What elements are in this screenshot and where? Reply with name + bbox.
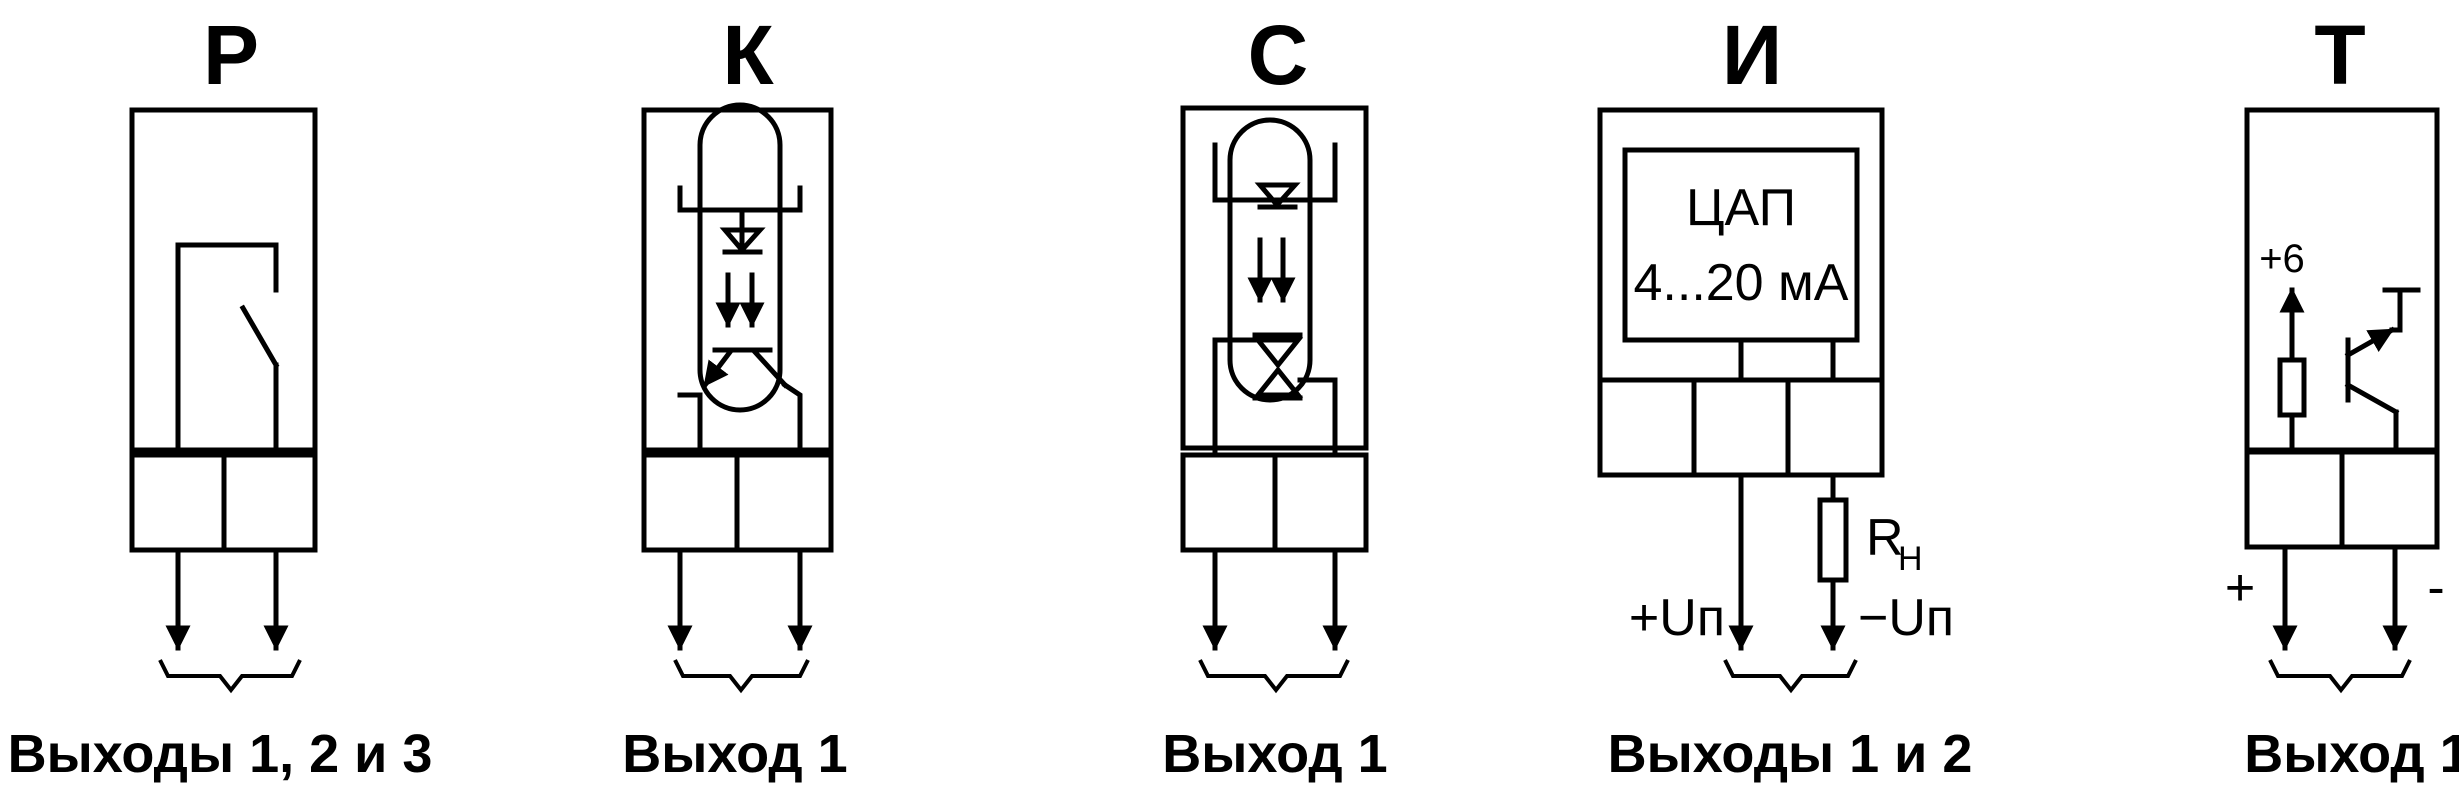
module-caption-current-dac: Выходы 1 и 2 [1608,724,1973,784]
terminal-block [1597,377,1885,478]
load-resistor-subscript: Н [1898,540,1923,578]
pullup-resistor-icon [2277,357,2307,418]
optosimistor-icon [1212,117,1338,458]
brace [1723,659,1858,694]
brace [1198,659,1350,694]
module-caption-transistor: Выход 1 [2244,724,2459,784]
transistor-icon: +6 [2259,237,2421,455]
module-letter-current-dac: И [1722,8,1782,102]
brace [2268,659,2412,694]
module-letter-transistor: Т [2314,8,2365,102]
supply-label: +6 [2259,237,2305,281]
relay-module-body [129,107,318,453]
module-optosimistor: С Выход 1 [1162,8,1387,784]
module-letter-optosimistor: С [1248,8,1309,102]
brace [673,659,810,694]
plus-supply-label: +Uп [1629,589,1725,647]
load-resistor-label: R [1866,509,1904,567]
relay-contact-icon [175,242,280,458]
optocoupler-icon [677,102,803,458]
module-current-dac: И ЦАП 4...20 мА R Н +Uп −Uп Выходы 1 и 2 [1597,8,1973,784]
module-transistor: Т +6 + - Выход 1 [2225,8,2459,784]
plus-terminal-label: + [2225,559,2255,617]
module-letter-optotransistor: К [722,8,774,102]
minus-supply-label: −Uп [1858,589,1954,647]
brace [158,659,302,694]
load-resistor-icon [1817,497,1849,583]
module-letter-relay: Р [203,8,259,102]
dac-range: 4...20 мА [1634,254,1849,312]
minus-terminal-label: - [2427,559,2444,617]
module-caption-relay: Выходы 1, 2 и 3 [8,724,433,784]
dac-title: ЦАП [1686,179,1796,237]
module-caption-optotransistor: Выход 1 [622,724,847,784]
module-optotransistor: К Выход 1 [622,8,847,784]
module-relay: Р Выходы 1, 2 и 3 [8,8,433,784]
module-caption-optosimistor: Выход 1 [1162,724,1387,784]
